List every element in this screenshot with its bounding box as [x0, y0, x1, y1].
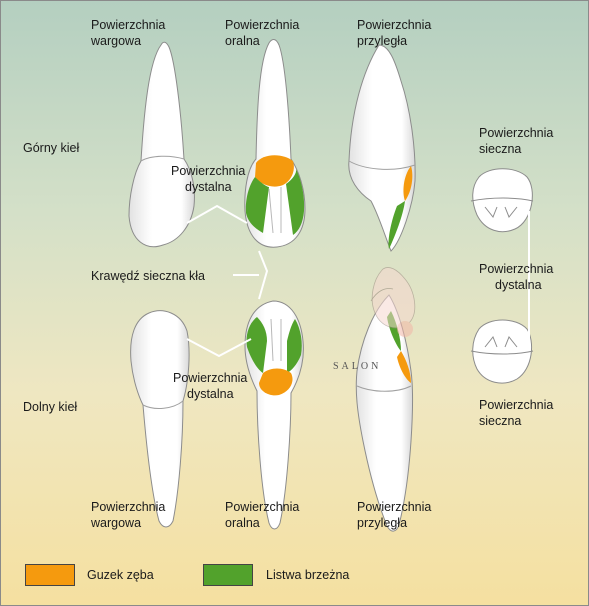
label-bottom-oral: Powierzchnia oralna [225, 499, 299, 531]
label-lower-canine: Dolny kieł [23, 399, 77, 415]
label-top-proximal: Powierzchnia przyległa [357, 17, 431, 49]
legend-swatch-ridge [203, 564, 253, 586]
legend-label-cingulum: Guzek zęba [87, 567, 154, 583]
upper-canine-labial [129, 42, 194, 246]
label-top-oral: Powierzchnia oralna [225, 17, 299, 49]
lower-incisal-view [471, 320, 533, 383]
label-top-labial: Powierzchnia wargowa [91, 17, 165, 49]
upper-canine-proximal [349, 45, 415, 251]
label-top-distal: Powierzchnia dystalna [171, 163, 245, 195]
label-right-incisal-bottom: Powierzchnia sieczna [479, 397, 553, 429]
label-right-distal: Powierzchnia dystalna [479, 261, 553, 293]
label-bottom-distal: Powierzchnia dystalna [173, 370, 247, 402]
legend-label-ridge: Listwa brzeżna [266, 567, 349, 583]
lower-canine-labial [131, 311, 189, 527]
upper-incisal-view [471, 169, 533, 232]
label-incisal-edge: Krawędź sieczna kła [91, 268, 205, 284]
label-bottom-labial: Powierzchnia wargowa [91, 499, 165, 531]
label-right-incisal-top: Powierzchnia sieczna [479, 125, 553, 157]
upper-canine-oral [245, 39, 305, 247]
label-bottom-proximal: Powierzchnia przyległa [357, 499, 431, 531]
legend-swatch-cingulum [25, 564, 75, 586]
watermark-text: SALON [333, 361, 381, 372]
lower-canine-oral [245, 301, 303, 529]
label-upper-canine: Górny kieł [23, 140, 79, 156]
